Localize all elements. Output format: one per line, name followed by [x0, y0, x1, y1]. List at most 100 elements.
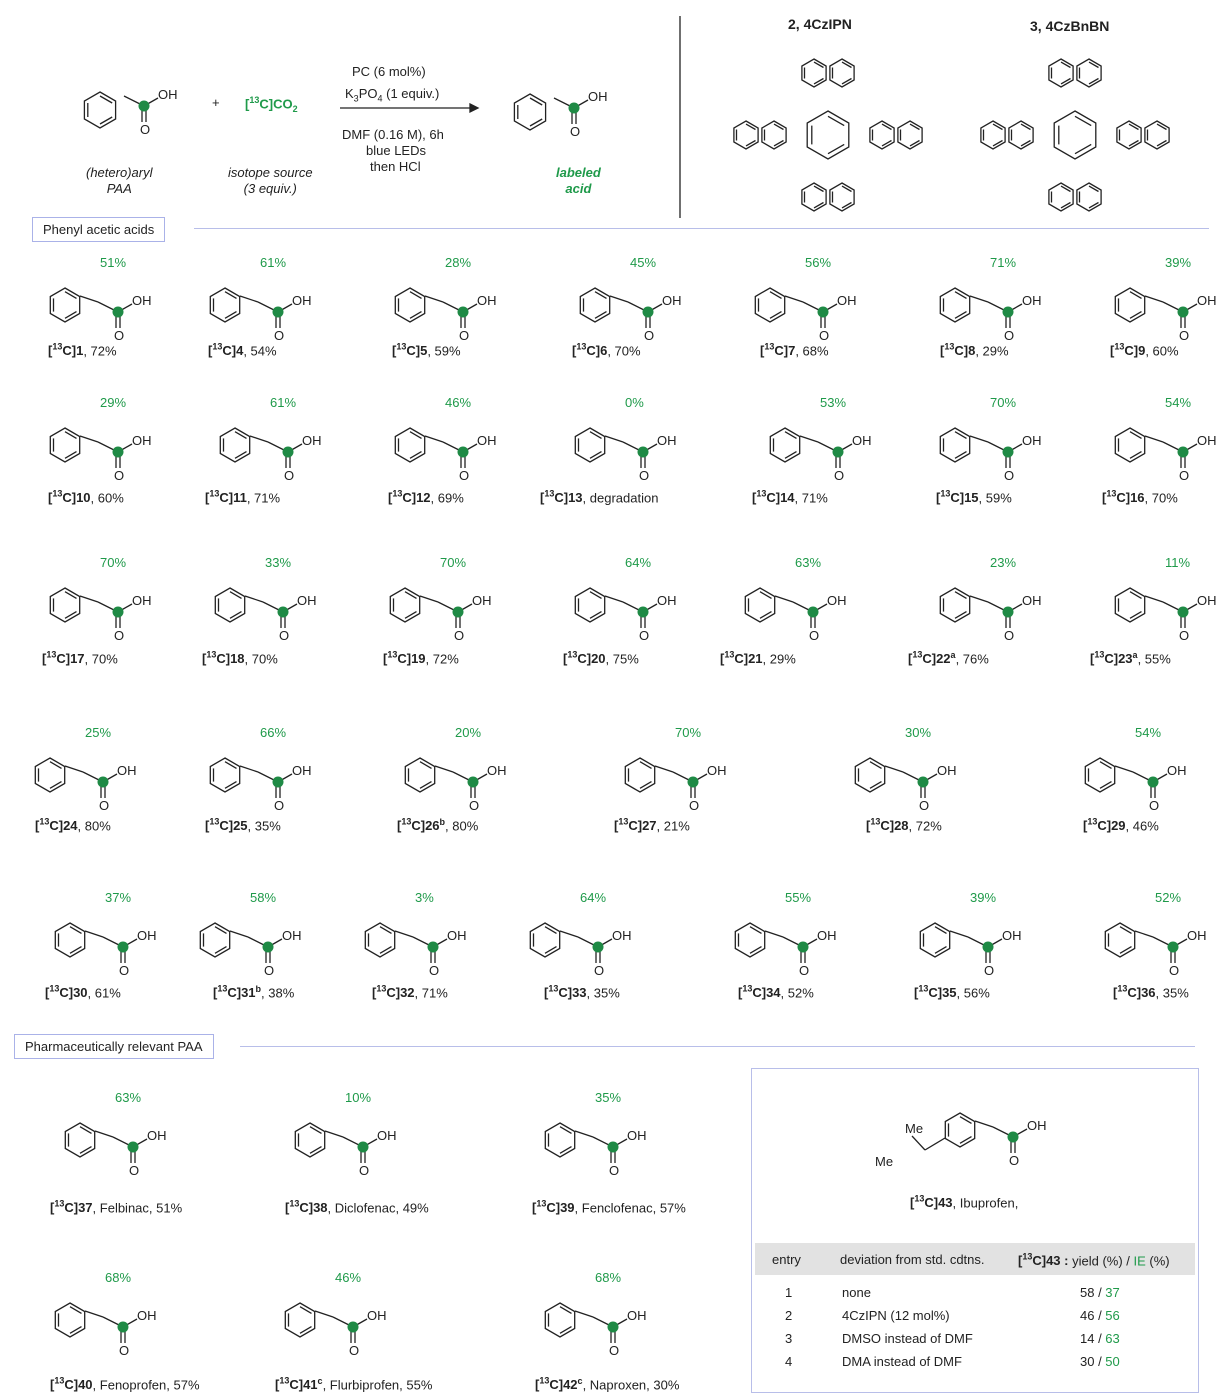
benzene-ring — [364, 922, 396, 958]
double-bond — [69, 946, 82, 954]
bond — [969, 295, 989, 303]
ie-label: 63% — [115, 1090, 141, 1105]
double-bond — [409, 431, 422, 439]
hydroxyl-label: OH — [447, 928, 467, 943]
double-bond — [1129, 291, 1142, 299]
hydroxyl-label: OH — [817, 928, 837, 943]
oxygen-label: O — [1179, 328, 1189, 343]
labeled-carbon — [117, 1321, 129, 1333]
benzene-ring — [529, 922, 561, 958]
bond — [79, 595, 99, 603]
labeled-carbon — [467, 776, 479, 788]
compound-label: [13C]35, 56% — [914, 984, 990, 1001]
ie-label: 61% — [260, 255, 286, 270]
double-bond — [49, 761, 62, 769]
hydroxyl-label: OH — [282, 928, 302, 943]
ie-label: 54% — [1165, 395, 1191, 410]
table-cell-entry: 1 — [785, 1285, 793, 1300]
double-bond — [769, 311, 782, 319]
double-bond — [639, 761, 652, 769]
double-bond — [954, 611, 967, 619]
oxygen-label: O — [609, 1163, 619, 1178]
hydroxyl-label: OH — [627, 1308, 647, 1323]
benzene-ring — [394, 427, 426, 463]
labeled-carbon — [1147, 776, 1159, 788]
compound-label: [13C]27, 21% — [614, 817, 690, 834]
hydroxyl-label: OH — [132, 593, 152, 608]
oxygen-label: O — [1009, 1153, 1019, 1168]
labeled-carbon-product — [568, 102, 580, 114]
bond — [911, 1135, 926, 1151]
benzene-ring — [1104, 922, 1136, 958]
ie-label: 56% — [805, 255, 831, 270]
double-bond — [954, 311, 967, 319]
arrow-head — [469, 102, 480, 114]
benzene-ring — [49, 427, 81, 463]
oxygen-label: O — [1169, 963, 1179, 978]
oxygen-label: O — [459, 328, 469, 343]
labeled-carbon — [1177, 446, 1189, 458]
double-bond — [1128, 139, 1139, 147]
catalyst-core — [806, 110, 850, 160]
table-cell-result: 58 / 37 — [1080, 1285, 1120, 1300]
benzene-ring — [219, 427, 251, 463]
compound-label: [13C]1, 72% — [48, 342, 117, 359]
double-bond — [229, 591, 242, 599]
double-bond — [589, 451, 602, 459]
carbazole-ring — [1116, 120, 1142, 150]
oxygen-label: O — [279, 628, 289, 643]
hydroxyl-label: OH — [612, 928, 632, 943]
compound-label: [13C]40, Fenoprofen, 57% — [50, 1376, 200, 1393]
labeled-carbon — [637, 446, 649, 458]
double-bond — [64, 311, 77, 319]
benzene-ring — [54, 922, 86, 958]
double-bond — [1129, 611, 1142, 619]
carbazole-ring — [1048, 182, 1074, 212]
benzene-ring — [1084, 757, 1116, 793]
section-divider — [240, 1046, 1195, 1047]
benzene-ring — [919, 922, 951, 958]
labeled-carbon — [1177, 306, 1189, 318]
labeled-carbon — [917, 776, 929, 788]
bond — [559, 930, 579, 938]
ie-label: 45% — [630, 255, 656, 270]
hydroxyl-label: OH — [377, 1128, 397, 1143]
compound-label: [13C]30, 61% — [45, 984, 121, 1001]
double-bond — [639, 781, 652, 789]
ibuprofen-box — [751, 1068, 1199, 1393]
ie-label: 29% — [100, 395, 126, 410]
double-bond — [49, 781, 62, 789]
table-cell-deviation: DMSO instead of DMF — [842, 1331, 973, 1346]
double-bond — [1128, 123, 1139, 131]
double-bond — [529, 118, 543, 127]
condition-base: K3PO4 (1 equiv.) — [345, 86, 440, 104]
double-bond — [1060, 61, 1071, 69]
condition-pc: PC (6 mol%) — [352, 64, 426, 79]
double-bond — [841, 201, 852, 209]
catalyst-2-title: 2, 4CzIPN — [788, 16, 852, 32]
double-bond — [992, 123, 1003, 131]
labeled-carbon — [112, 306, 124, 318]
oxygen-label: O — [644, 328, 654, 343]
double-bond — [64, 431, 77, 439]
bond — [424, 295, 444, 303]
double-bond — [1156, 123, 1167, 131]
bond — [784, 295, 804, 303]
benzene-ring — [574, 427, 606, 463]
oxygen-label: O — [1179, 628, 1189, 643]
double-bond — [64, 611, 77, 619]
ie-label: 25% — [85, 725, 111, 740]
hydroxyl-label: OH — [137, 928, 157, 943]
condition-light: blue LEDs — [366, 143, 426, 158]
compound-label: [13C]18, 70% — [202, 650, 278, 667]
oxygen-label: O — [609, 1343, 619, 1358]
double-bond — [64, 451, 77, 459]
oxygen-label: O — [274, 798, 284, 813]
compound-label: [13C]39, Fenclofenac, 57% — [532, 1199, 686, 1216]
benzene-ring — [939, 287, 971, 323]
hydroxyl-label: OH — [657, 593, 677, 608]
double-bond — [881, 123, 892, 131]
labeled-carbon — [982, 941, 994, 953]
labeled-carbon — [262, 941, 274, 953]
carbazole-ring — [980, 120, 1006, 150]
